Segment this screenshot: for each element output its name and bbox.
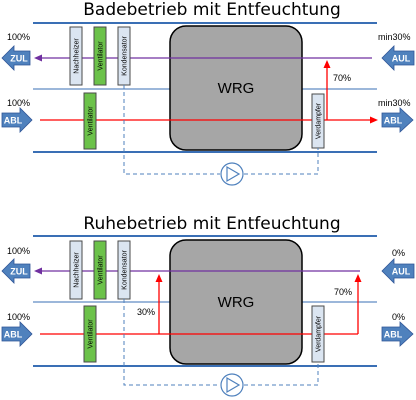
ventilator-top-box: Ventilator xyxy=(93,240,107,300)
abl-arrow-right: ABL xyxy=(381,321,414,347)
ventilator-bottom-box: Ventilator xyxy=(83,92,97,150)
left-top-percent: 100% xyxy=(7,32,30,42)
left-bottom-percent: 100% xyxy=(7,312,30,322)
verdampfer-label: Verdampfer xyxy=(316,102,323,139)
verdampfer-box: Verdampfer xyxy=(311,93,325,149)
ventilator-top-box: Ventilator xyxy=(93,26,107,86)
arrow-label: ZUL xyxy=(10,267,28,277)
panel-title: Badebetrieb mit Entfeuchtung xyxy=(83,0,341,20)
bypass-percent-right: 70% xyxy=(334,287,352,297)
refrigerant-loop-right xyxy=(244,362,319,386)
compressor-icon xyxy=(220,162,244,186)
arrow-label: ZUL xyxy=(10,54,28,64)
panel-bade: Badebetrieb mit Entfeuchtung WRG 70% Nac… xyxy=(1,0,415,186)
arrow-label: ABL xyxy=(384,116,403,126)
left-top-percent: 100% xyxy=(7,246,30,256)
supply-air-arrowhead xyxy=(34,54,42,62)
right-top-percent: 0% xyxy=(392,248,405,258)
arrow-label: AUL xyxy=(392,54,411,64)
arrow-label: AUL xyxy=(392,267,411,277)
nachheizer-box: Nachheizer xyxy=(69,240,83,300)
abl-arrow-right: ABL xyxy=(381,107,414,133)
wrg-box xyxy=(169,25,303,151)
abl-arrow-left: ABL xyxy=(1,321,33,347)
bypass-arrowhead-right xyxy=(354,274,362,282)
kondensator-label: Kondensator xyxy=(122,249,129,289)
wrg-label: WRG xyxy=(218,80,255,97)
abl-arrow-left: ABL xyxy=(1,107,33,133)
verdampfer-box: Verdampfer xyxy=(311,305,325,363)
bypass-arrowhead xyxy=(323,60,331,68)
aul-arrow-right: AUL xyxy=(381,45,415,71)
kondensator-box: Kondensator xyxy=(117,26,131,86)
ventilator-bottom-box: Ventilator xyxy=(83,305,97,363)
verdampfer-label: Verdampfer xyxy=(316,315,323,352)
zul-arrow-left: ZUL xyxy=(1,45,31,71)
bypass-arrowhead-left xyxy=(155,274,163,282)
nachheizer-box: Nachheizer xyxy=(69,26,83,86)
arrow-label: ABL xyxy=(4,330,23,340)
panel-ruhe: Ruhebetrieb mit Entfeuchtung WRG 70% 30%… xyxy=(1,214,415,397)
refrigerant-loop-left xyxy=(123,299,220,386)
right-bottom-percent: 0% xyxy=(392,312,405,322)
ventilator-bottom-label: Ventilator xyxy=(88,106,95,136)
bypass-percent: 70% xyxy=(333,73,351,83)
bypass-percent-left: 30% xyxy=(137,307,155,317)
refrigerant-loop-right xyxy=(244,148,319,175)
nachheizer-label: Nachheizer xyxy=(74,38,81,74)
right-top-percent: min30% xyxy=(378,32,411,42)
compressor-icon xyxy=(220,373,244,397)
exhaust-air-arrowhead xyxy=(370,116,378,124)
left-bottom-percent: 100% xyxy=(7,98,30,108)
zul-arrow-left: ZUL xyxy=(1,258,31,284)
arrow-label: ABL xyxy=(384,330,403,340)
panel-title: Ruhebetrieb mit Entfeuchtung xyxy=(83,214,340,234)
arrow-label: ABL xyxy=(4,116,23,126)
ventilator-top-label: Ventilator xyxy=(98,41,105,71)
kondensator-label: Kondensator xyxy=(122,35,129,75)
nachheizer-label: Nachheizer xyxy=(74,252,81,288)
right-bottom-percent: min30% xyxy=(378,98,411,108)
refrigerant-loop-left xyxy=(123,85,220,175)
supply-air-arrowhead xyxy=(34,267,42,275)
wrg-label: WRG xyxy=(218,294,255,311)
ventilator-bottom-label: Ventilator xyxy=(88,319,95,349)
aul-arrow-right: AUL xyxy=(381,258,415,284)
ventilator-top-label: Ventilator xyxy=(98,255,105,285)
kondensator-box: Kondensator xyxy=(117,240,131,300)
